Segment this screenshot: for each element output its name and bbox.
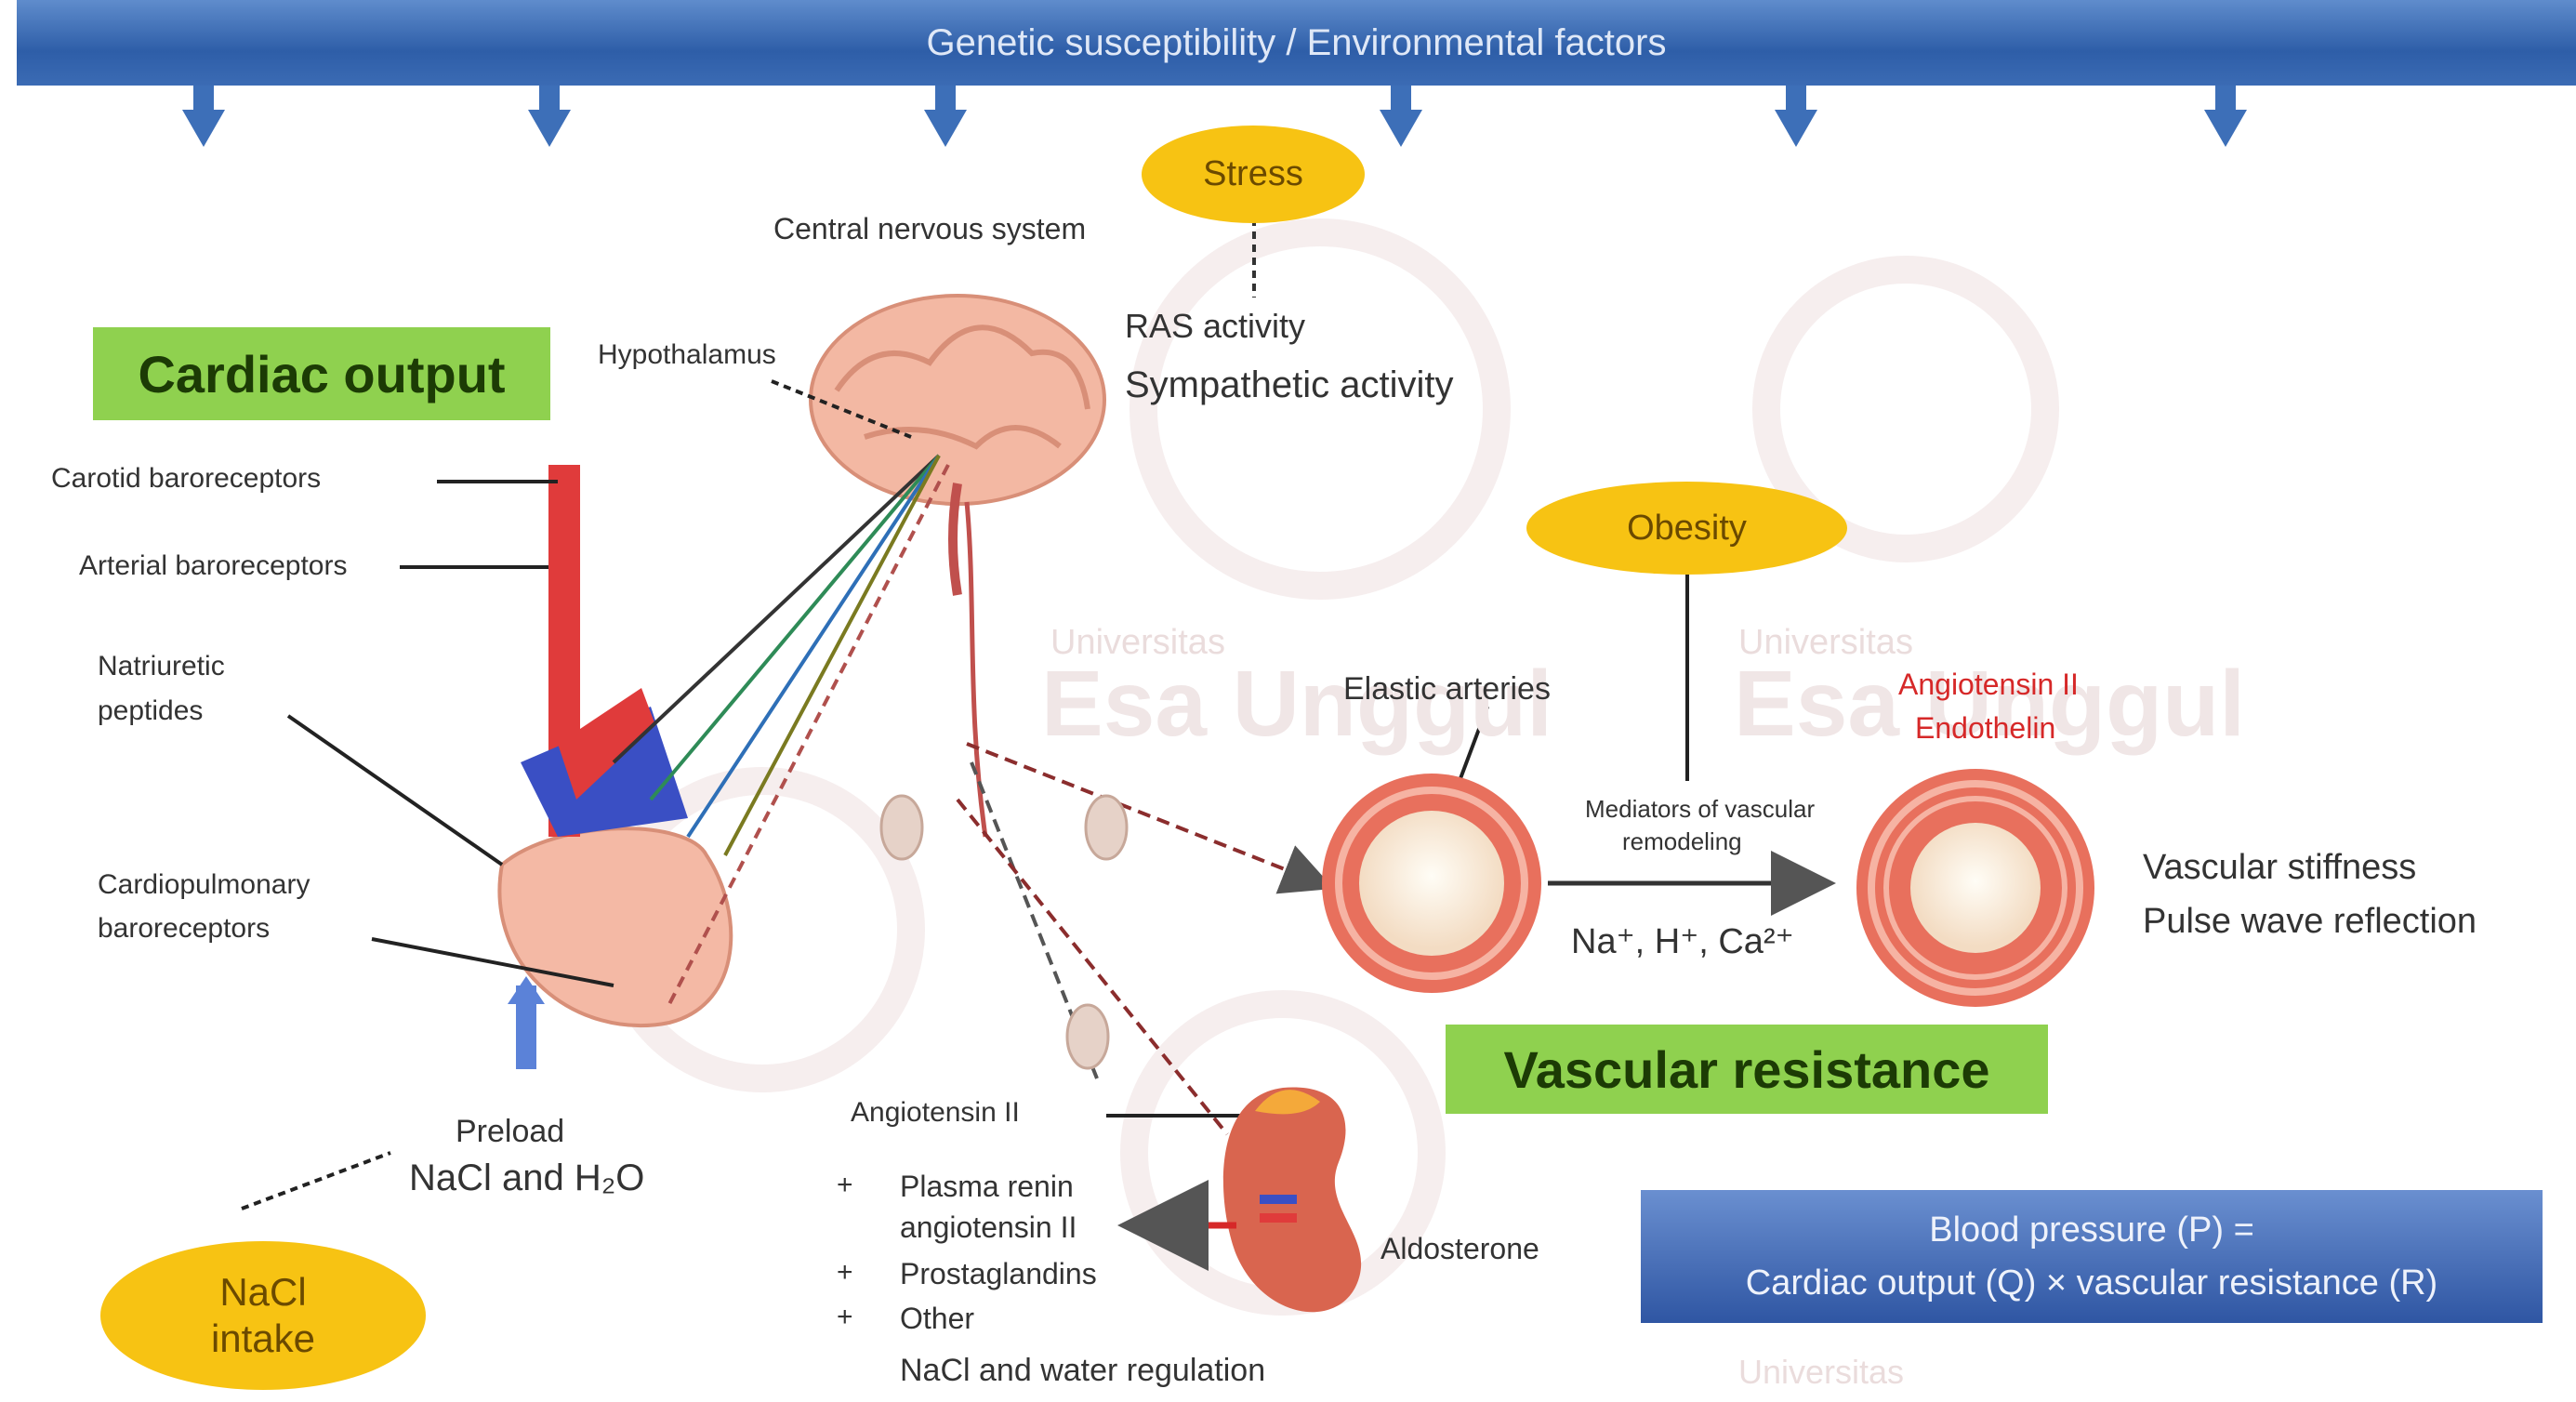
preload-label-1: Preload: [456, 1114, 564, 1150]
down-arrow-icon: [1775, 86, 1817, 147]
down-arrow-icon: [924, 86, 967, 147]
down-arrow-icon: [2204, 86, 2247, 147]
obesity-ellipse: Obesity: [1526, 482, 1847, 575]
heart-illustration: [499, 465, 731, 1069]
nacl-label: NaCl: [219, 1269, 306, 1316]
formula-line-1: Blood pressure (P) =: [1929, 1204, 2254, 1257]
mediators-label-2: remodeling: [1622, 827, 1742, 856]
sympathetic-activity-label: Sympathetic activity: [1125, 364, 1453, 406]
formula-line-2: Cardiac output (Q) × vascular resistance…: [1746, 1257, 2437, 1310]
brain-illustration: [811, 296, 1104, 595]
vascular-stiffness-label: Vascular stiffness: [2143, 848, 2416, 888]
cardiac-output-box: Cardiac output: [93, 327, 550, 420]
natriuretic-label-2: peptides: [98, 695, 203, 727]
pulse-wave-label: Pulse wave reflection: [2143, 902, 2477, 942]
nacl-intake-ellipse: NaCl intake: [100, 1241, 426, 1390]
carotid-baroreceptors-label: Carotid baroreceptors: [51, 463, 321, 495]
vasoconstriction-label-1: Angiotensin II: [1898, 668, 2079, 702]
stress-label: Stress: [1203, 154, 1303, 194]
normal-vessel: [1322, 774, 1541, 993]
ras-activity-label: RAS activity: [1125, 307, 1305, 346]
arterial-baroreceptors-label: Arterial baroreceptors: [79, 550, 347, 582]
blood-pressure-formula-box: Blood pressure (P) = Cardiac output (Q) …: [1641, 1190, 2543, 1323]
plasma-renin-label-1: Plasma renin: [900, 1170, 1074, 1204]
stiff-vessel: [1856, 769, 2094, 1007]
intake-label: intake: [211, 1316, 315, 1362]
aldosterone-label: Aldosterone: [1380, 1232, 1539, 1266]
elastic-arteries-label: Elastic arteries: [1343, 671, 1551, 708]
cns-label: Central nervous system: [773, 212, 1086, 246]
down-arrow-icon: [528, 86, 571, 147]
stress-ellipse: Stress: [1142, 126, 1365, 223]
natriuretic-label-1: Natriuretic: [98, 651, 225, 682]
down-arrow-icon: [182, 86, 225, 147]
ions-label: Na⁺, H⁺, Ca²⁺: [1571, 920, 1794, 962]
vasoconstriction-label-2: Endothelin: [1915, 711, 2055, 746]
hypothalamus-label: Hypothalamus: [598, 339, 776, 371]
prostaglandins-label: Prostaglandins: [900, 1257, 1097, 1291]
bullet-2: +: [837, 1257, 853, 1289]
kidney-illustration: [1223, 1088, 1361, 1313]
bullet-1: +: [837, 1170, 853, 1201]
cardiopulmonary-label-2: baroreceptors: [98, 913, 270, 945]
down-arrow-icon: [1380, 86, 1422, 147]
cardiac-output-label: Cardiac output: [138, 344, 505, 404]
preload-label-2: NaCl and H₂O: [409, 1157, 644, 1199]
vascular-resistance-label: Vascular resistance: [1503, 1039, 1989, 1100]
bullet-3: +: [837, 1302, 853, 1333]
other-label: Other: [900, 1302, 974, 1336]
plasma-renin-label-2: angiotensin II: [900, 1210, 1077, 1245]
nacl-water-label: NaCl and water regulation: [900, 1353, 1265, 1389]
angiotensin-label: Angiotensin II: [851, 1097, 1020, 1129]
cardiopulmonary-label-1: Cardiopulmonary: [98, 869, 310, 901]
mediators-label-1: Mediators of vascular: [1585, 795, 1815, 824]
vascular-resistance-box: Vascular resistance: [1446, 1025, 2048, 1114]
watermark-text-3: Universitas: [1738, 1353, 1904, 1392]
obesity-label: Obesity: [1627, 509, 1747, 549]
